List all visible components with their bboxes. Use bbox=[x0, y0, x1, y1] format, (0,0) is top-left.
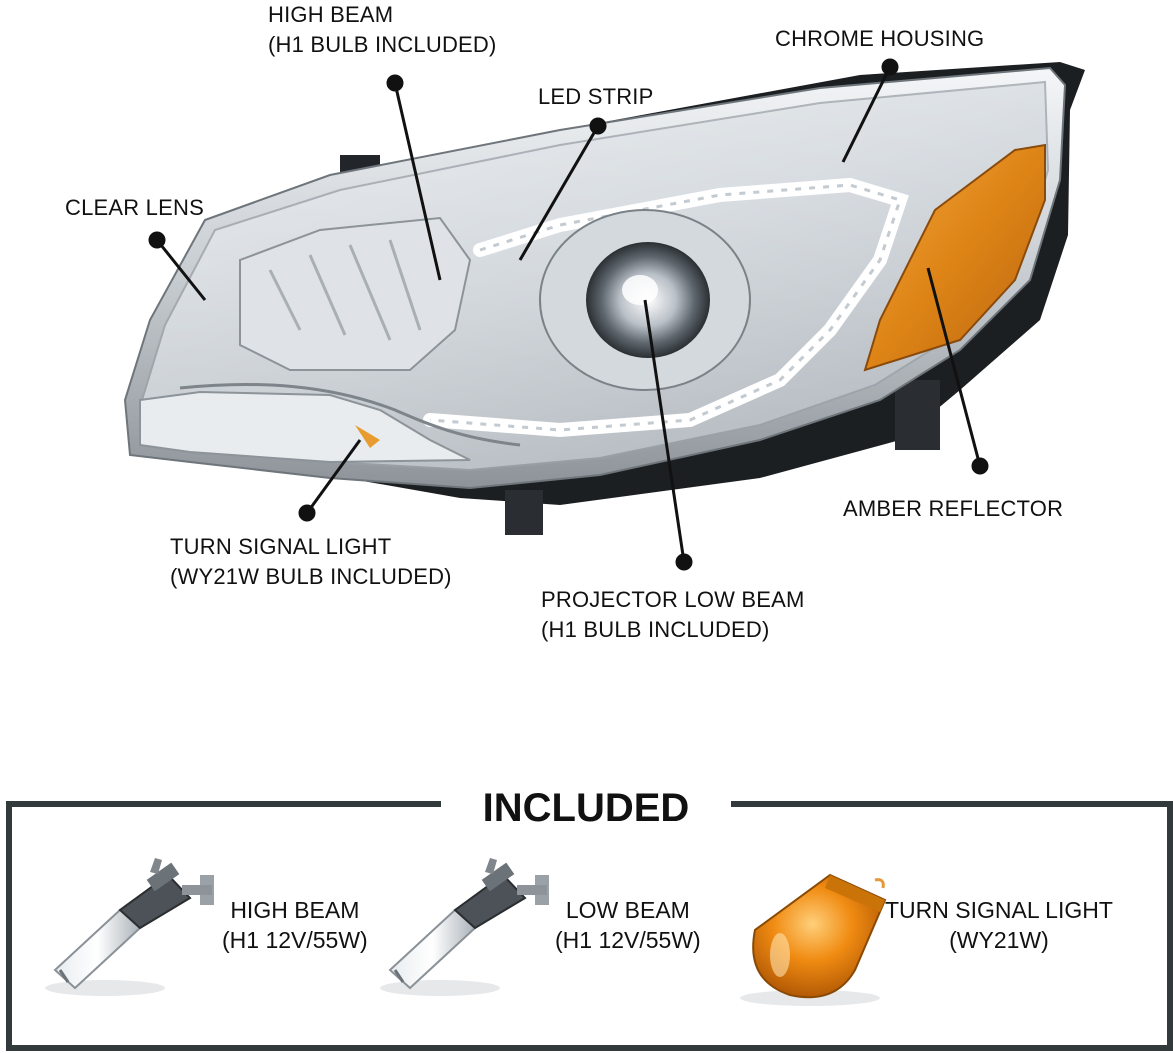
included-item-high-beam-line2: (H1 12V/55W) bbox=[222, 927, 368, 953]
callout-clear-lens: CLEAR LENS bbox=[65, 193, 204, 223]
callout-dot bbox=[298, 504, 316, 522]
callout-high-beam-line2: (H1 BULB INCLUDED) bbox=[268, 32, 497, 57]
callout-led-strip: LED STRIP bbox=[538, 82, 654, 112]
h1-halogen-bulb-icon bbox=[380, 858, 549, 996]
callout-turn-signal-line2: (WY21W BULB INCLUDED) bbox=[170, 564, 452, 589]
callout-dot bbox=[148, 231, 166, 249]
included-item-high-beam-line1: HIGH BEAM bbox=[230, 897, 360, 923]
callout-projector-low-beam: PROJECTOR LOW BEAM (H1 BULB INCLUDED) bbox=[541, 585, 805, 645]
h1-halogen-bulb-icon bbox=[45, 858, 214, 996]
callout-projector-low-beam-line2: (H1 BULB INCLUDED) bbox=[541, 617, 770, 642]
callout-clear-lens-label: CLEAR LENS bbox=[65, 195, 204, 220]
callout-turn-signal: TURN SIGNAL LIGHT (WY21W BULB INCLUDED) bbox=[170, 532, 452, 592]
high-beam-reflector bbox=[239, 216, 472, 371]
callout-chrome-housing-label: CHROME HOUSING bbox=[775, 26, 985, 51]
callout-dot bbox=[881, 58, 899, 76]
callout-chrome-housing: CHROME HOUSING bbox=[775, 24, 984, 54]
wy21w-amber-bulb-icon bbox=[740, 873, 887, 1006]
callout-turn-signal-line1: TURN SIGNAL LIGHT bbox=[170, 534, 392, 559]
included-item-turn-signal-line1: TURN SIGNAL LIGHT bbox=[885, 897, 1113, 923]
callout-amber-reflector: AMBER REFLECTOR bbox=[843, 494, 1063, 524]
callout-amber-reflector-label: AMBER REFLECTOR bbox=[843, 496, 1064, 521]
included-item-high-beam: HIGH BEAM (H1 12V/55W) bbox=[222, 895, 368, 955]
mount-tab bbox=[895, 380, 940, 450]
callout-led-strip-label: LED STRIP bbox=[538, 84, 654, 109]
included-item-turn-signal: TURN SIGNAL LIGHT (WY21W) bbox=[885, 895, 1113, 955]
callout-projector-low-beam-line1: PROJECTOR LOW BEAM bbox=[541, 587, 805, 612]
callout-high-beam-line1: HIGH BEAM bbox=[268, 2, 394, 27]
mount-tab bbox=[505, 490, 543, 535]
included-item-turn-signal-line2: (WY21W) bbox=[949, 927, 1049, 953]
amber-reflector bbox=[863, 143, 1046, 372]
turn-signal-area bbox=[139, 390, 471, 464]
included-item-low-beam-line1: LOW BEAM bbox=[565, 897, 690, 923]
included-item-low-beam-line2: (H1 12V/55W) bbox=[555, 927, 701, 953]
callout-high-beam: HIGH BEAM (H1 BULB INCLUDED) bbox=[268, 0, 497, 60]
callout-dot bbox=[386, 74, 404, 92]
callout-dot bbox=[971, 457, 989, 475]
included-item-low-beam: LOW BEAM (H1 12V/55W) bbox=[555, 895, 701, 955]
callout-dot bbox=[589, 117, 607, 135]
callout-dot bbox=[675, 553, 693, 571]
included-title: INCLUDED bbox=[441, 778, 731, 834]
